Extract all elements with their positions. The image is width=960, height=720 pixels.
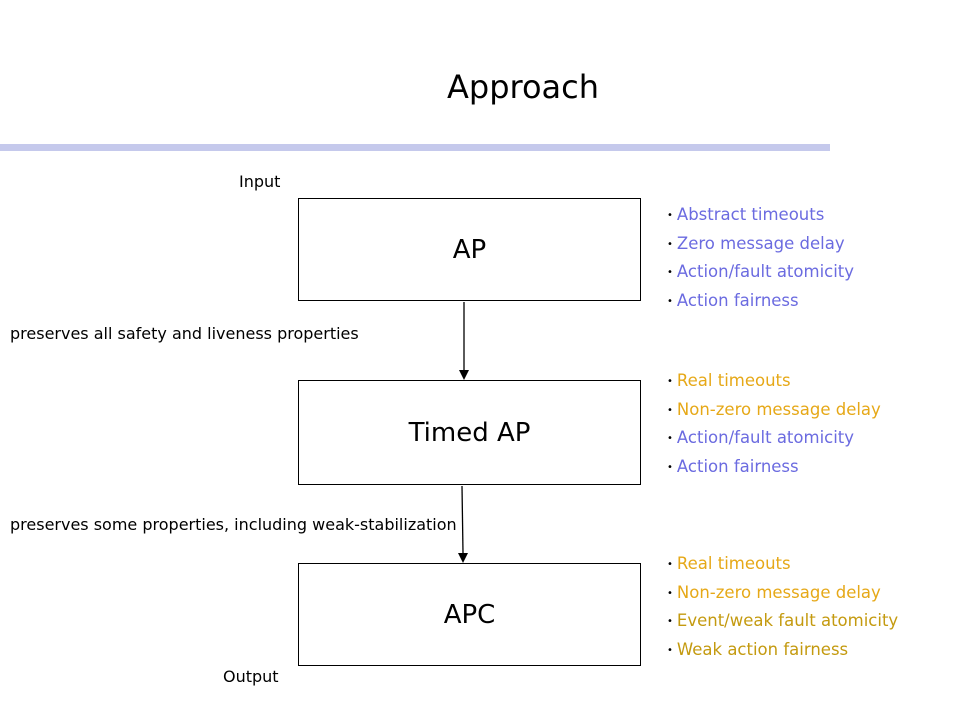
list-item: Non-zero message delay [667, 579, 898, 608]
apc-box-label: APC [443, 599, 496, 630]
list-item: Event/weak fault atomicity [667, 607, 898, 636]
ap-box: AP [298, 198, 641, 301]
list-item: Action/fault atomicity [667, 424, 881, 453]
list-item: Action fairness [667, 453, 881, 482]
transition-note-1: preserves all safety and liveness proper… [10, 324, 359, 343]
ap-box-label: AP [452, 234, 487, 265]
title-divider [0, 144, 830, 151]
transition-note-2: preserves some properties, including wea… [10, 515, 457, 534]
list-item: Real timeouts [667, 550, 898, 579]
list-item: Non-zero message delay [667, 396, 881, 425]
timed-ap-box: Timed AP [298, 380, 641, 485]
timed-ap-box-label: Timed AP [408, 417, 531, 448]
list-item: Abstract timeouts [667, 201, 854, 230]
output-label: Output [223, 667, 279, 686]
input-label: Input [239, 172, 281, 191]
list-item: Real timeouts [667, 367, 881, 396]
list-item: Weak action fairness [667, 636, 898, 665]
apc-properties-list: Real timeouts Non-zero message delay Eve… [667, 550, 898, 665]
list-item: Zero message delay [667, 230, 854, 259]
arrowhead-2 [458, 553, 468, 563]
apc-box: APC [298, 563, 641, 666]
timed-ap-properties-list: Real timeouts Non-zero message delay Act… [667, 367, 881, 482]
list-item: Action/fault atomicity [667, 258, 854, 287]
slide-title: Approach [446, 68, 600, 106]
ap-properties-list: Abstract timeouts Zero message delay Act… [667, 201, 854, 316]
arrowhead-1 [459, 370, 469, 380]
list-item: Action fairness [667, 287, 854, 316]
arrow-timed-ap-to-apc [461, 485, 464, 554]
